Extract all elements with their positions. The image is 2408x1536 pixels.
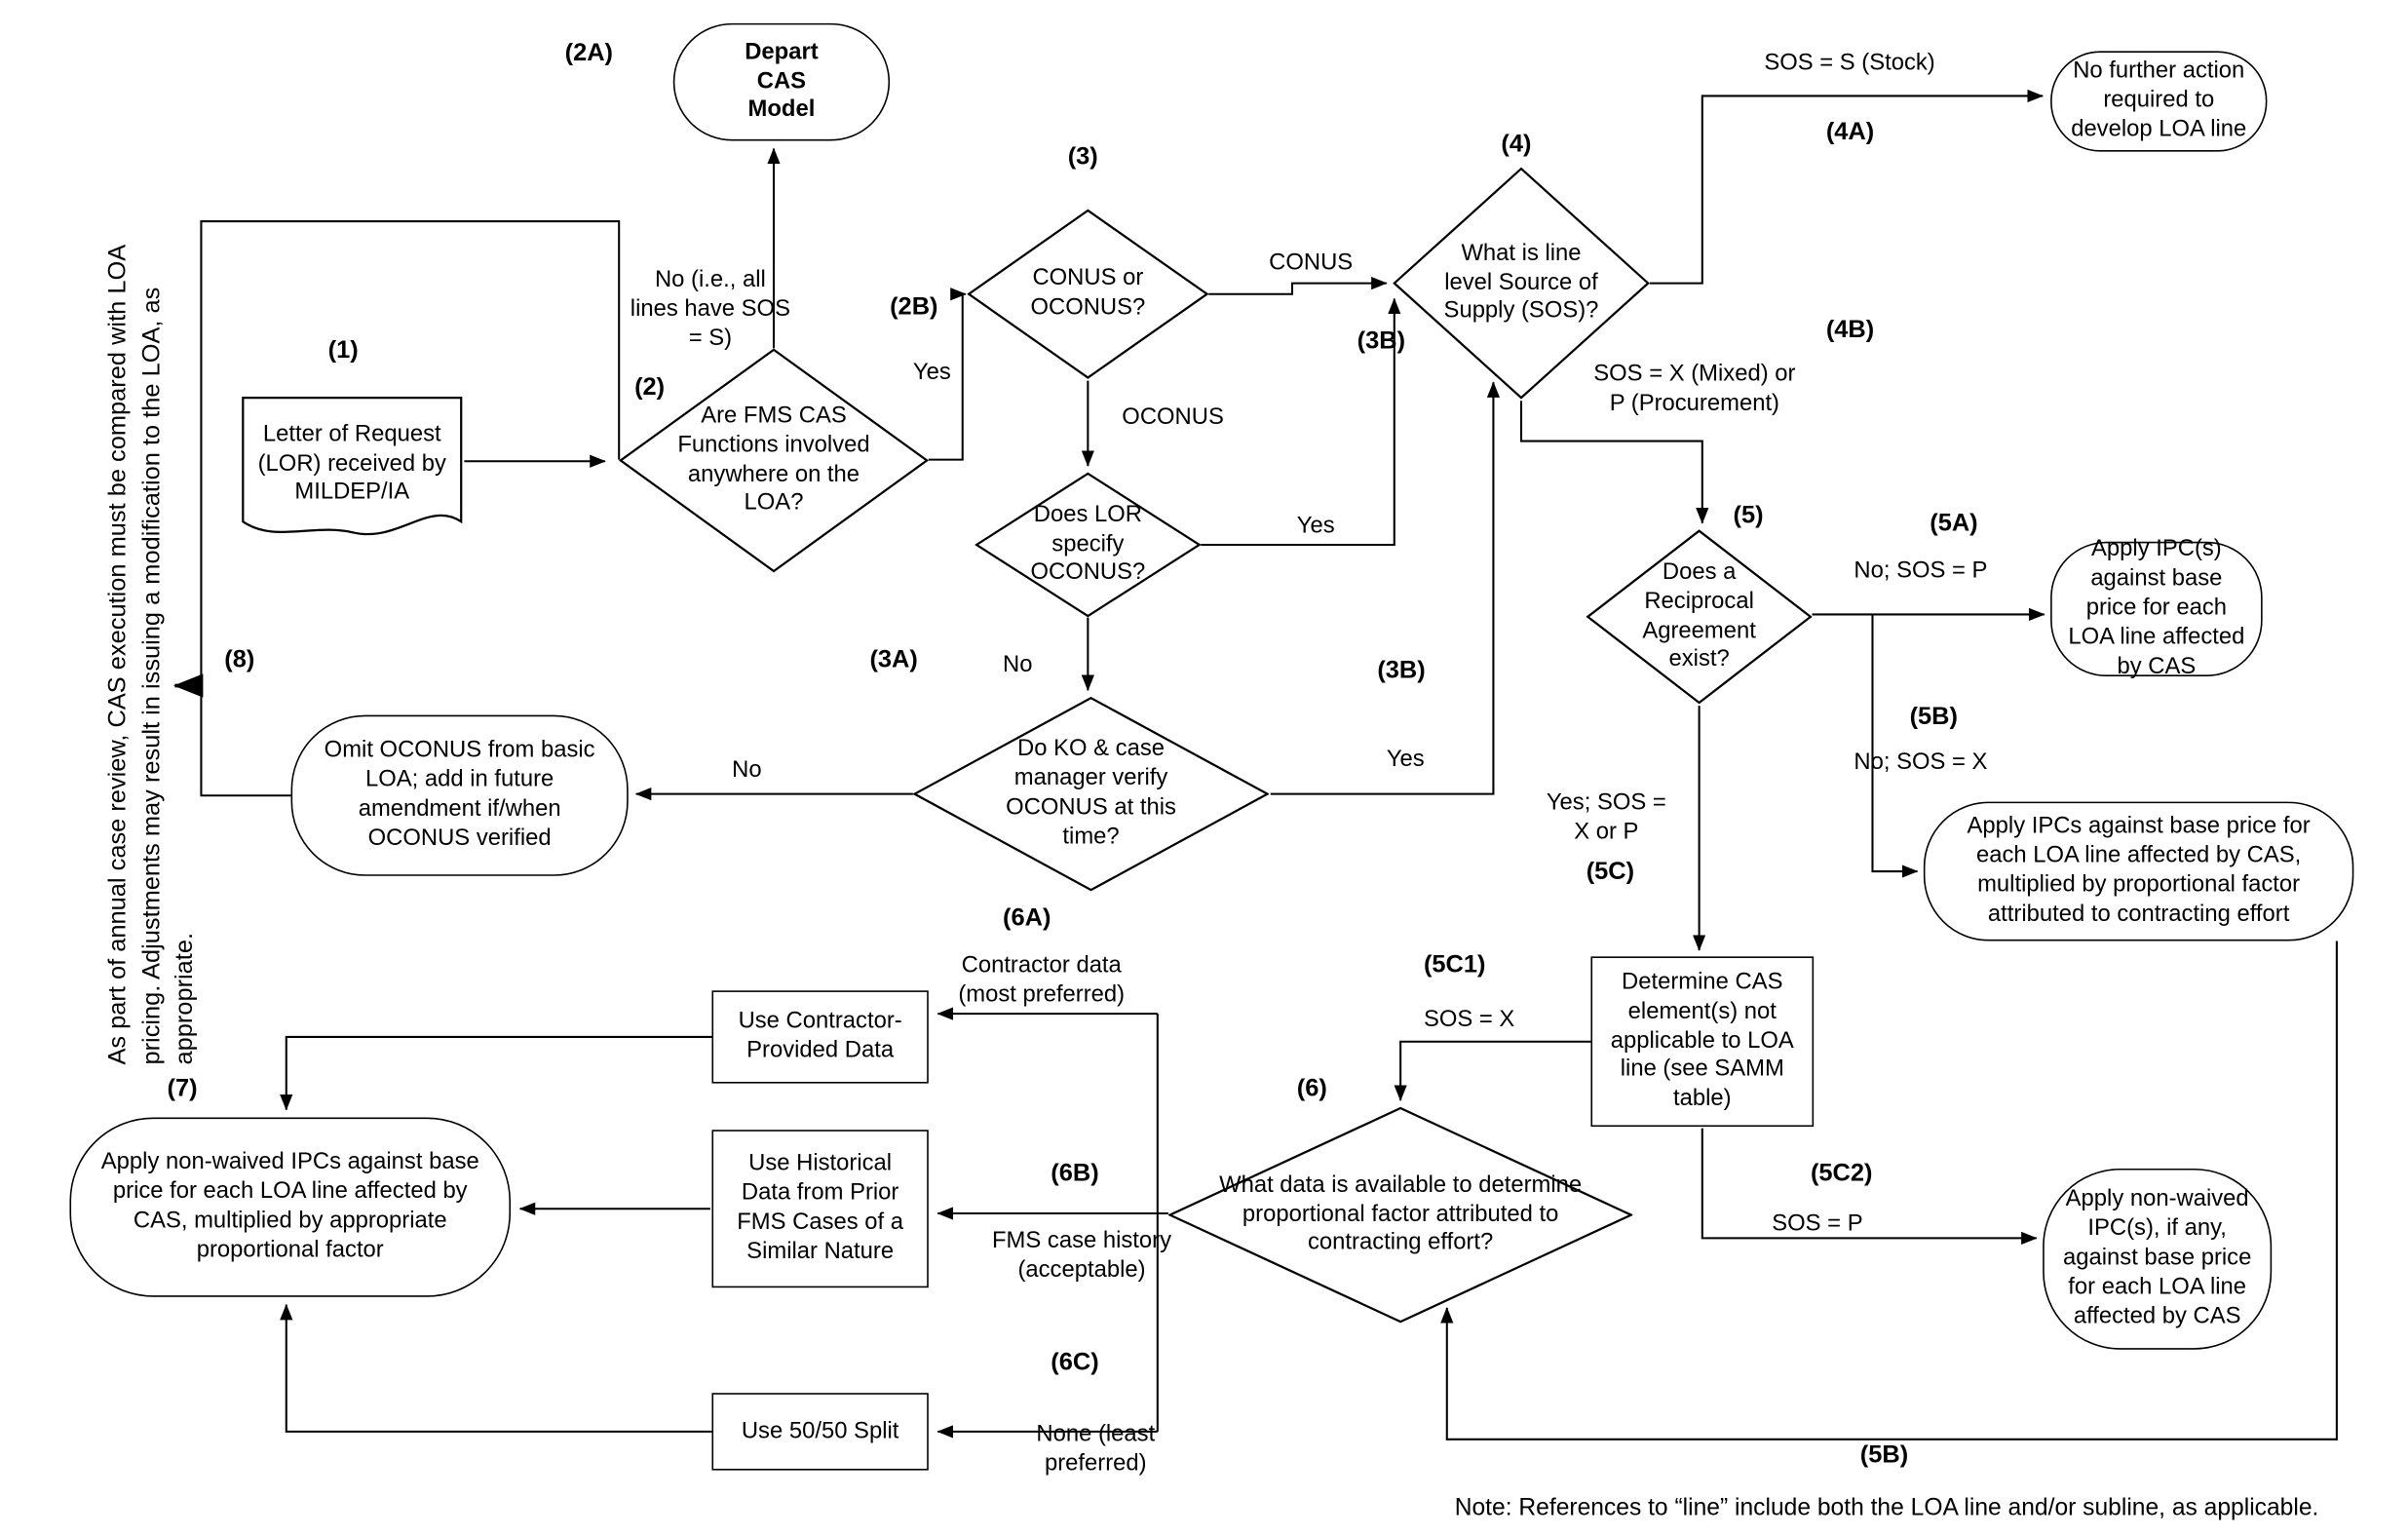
document-letter-of-request: Letter of Request (LOR) received by MILD…: [240, 395, 464, 550]
terminator-apply-ipc-5a: Apply IPC(s) against base price for each…: [2050, 536, 2263, 679]
diamond-shape: [912, 696, 1270, 892]
line-definition-footnote: Note: References to “line” include both …: [1454, 1495, 2319, 1522]
terminator-omit-oconus: Omit OCONUS from basic LOA; add in futur…: [290, 714, 629, 876]
decision-data-available-label: What data is available to determine prop…: [1219, 1171, 1583, 1256]
edge-label-no-sos-p: No; SOS = P: [1854, 557, 1988, 584]
edge-label-yes-sos-x-or-p: Yes; SOS = X or P: [1546, 788, 1666, 845]
edge-label-sos-p: SOS = P: [1772, 1210, 1863, 1237]
step-label-3b-lower: (3B): [1377, 657, 1426, 684]
step-label-6a: (6A): [1003, 904, 1051, 932]
edge-label-sos-x: SOS = X: [1423, 1006, 1515, 1033]
step-label-5a: (5A): [1930, 511, 1978, 538]
edge-5c2: [1701, 1128, 2038, 1246]
step-label-5c1: (5C1): [1423, 951, 1486, 979]
step-label-4b: (4B): [1825, 317, 1875, 344]
document-letter-of-request-label: Letter of Request (LOR) received by MILD…: [257, 420, 446, 506]
decision-source-of-supply-label: What is line level Source of Supply (SOS…: [1443, 239, 1599, 325]
edge-label-contractor-data: Contractor data (most preferred): [958, 951, 1126, 1008]
diamond-shape: [975, 472, 1202, 618]
edge-label-no-3a: No: [1003, 651, 1033, 678]
edge-label-none-least: None (least preferred): [1036, 1420, 1156, 1477]
diamond-shape: [1167, 1106, 1633, 1324]
edge-label-sos-s-stock: SOS = S (Stock): [1764, 49, 1935, 76]
step-label-6b: (6B): [1051, 1161, 1099, 1187]
step-label-2: (2): [634, 374, 666, 402]
step-label-3b-upper: (3B): [1357, 327, 1406, 355]
step-label-5c2: (5C2): [1810, 1161, 1873, 1187]
step-label-1: (1): [327, 337, 359, 365]
process-use-historical-data: Use Historical Data from Prior FMS Cases…: [711, 1130, 929, 1288]
step-label-6: (6): [1296, 1075, 1327, 1102]
decision-conus-oconus: CONUS or OCONUS?: [967, 209, 1209, 379]
edge-ko-yes-to-4: [1270, 381, 1501, 795]
edge-2-yes-to-3: [928, 288, 967, 461]
process-use-5050-split: Use 50/50 Split: [711, 1393, 929, 1471]
edge-label-oconus: OCONUS: [1122, 403, 1224, 431]
edge-omit-loopback: [200, 220, 621, 797]
edge-5b-return-to-6: [1440, 941, 2338, 1440]
step-label-8: (8): [224, 646, 255, 673]
decision-fms-cas-functions-label: Are FMS CAS Functions involved anywhere …: [677, 402, 870, 517]
edge-label-no-sos-x: No; SOS = X: [1854, 749, 1988, 776]
edge-5050-to-7: [280, 1303, 712, 1433]
edge-4a-stock: [1649, 89, 2044, 285]
step-label-5b-bottom: (5B): [1859, 1442, 1909, 1470]
process-use-contractor-data: Use Contractor-Provided Data: [711, 990, 929, 1084]
step-label-3: (3): [1067, 143, 1098, 171]
decision-fms-cas-functions: Are FMS CAS Functions involved anywhere …: [619, 348, 929, 573]
edge-label-conus: CONUS: [1269, 249, 1354, 276]
decision-reciprocal-agreement: Does a Reciprocal Agreement exist?: [1586, 529, 1813, 705]
decision-lor-specify-oconus: Does LOR specify OCONUS?: [975, 472, 1202, 618]
edge-lorspec-yes-to-4: [1201, 297, 1401, 547]
terminator-no-further-action: No further action required to develop LO…: [2050, 51, 2268, 152]
step-label-2a: (2A): [564, 40, 614, 67]
decision-source-of-supply: What is line level Source of Supply (SOS…: [1393, 167, 1650, 400]
decision-data-available: What data is available to determine prop…: [1167, 1106, 1633, 1324]
edge-4b-to-5: [1519, 401, 1709, 524]
diamond-shape: [619, 348, 929, 573]
edge-label-yes-3b-lower: Yes: [1386, 746, 1425, 773]
edge-contractor-to-7: [280, 1035, 712, 1111]
step-label-5b-right: (5B): [1909, 704, 1958, 731]
step-label-3a: (3A): [869, 646, 918, 673]
decision-ko-verify-oconus-label: Do KO & case manager verify OCONUS at th…: [1006, 735, 1176, 850]
decision-ko-verify-oconus: Do KO & case manager verify OCONUS at th…: [912, 696, 1270, 892]
decision-reciprocal-agreement-label: Does a Reciprocal Agreement exist?: [1642, 557, 1756, 672]
diamond-shape: [1393, 167, 1650, 400]
edge-3-conus-to-4: [1208, 276, 1388, 295]
step-label-5: (5): [1733, 503, 1764, 530]
diamond-shape: [967, 209, 1209, 379]
edge-5c1-to-6: [1394, 1040, 1591, 1101]
terminator-depart-cas-model: Depart CAS Model: [672, 22, 891, 141]
step-label-5c: (5C): [1586, 859, 1635, 886]
terminator-apply-nonwaived-7: Apply non-waived IPCs against base price…: [69, 1117, 512, 1297]
step-label-4: (4): [1501, 131, 1532, 158]
step-label-6c: (6C): [1051, 1349, 1099, 1376]
edge-5b: [1871, 614, 1919, 878]
decision-conus-oconus-label: CONUS or OCONUS?: [1030, 264, 1146, 321]
process-determine-cas-elements: Determine CAS element(s) not applicable …: [1590, 956, 1815, 1128]
edge-label-no-to-omit: No: [732, 756, 762, 784]
terminator-apply-nonwaived-5c2: Apply non-waived IPC(s), if any, against…: [2043, 1168, 2273, 1350]
edge-label-no-all-lines: No (i.e., all lines have SOS = S): [630, 266, 790, 351]
step-label-2b: (2B): [890, 293, 938, 321]
edge-label-yes-3b-upper: Yes: [1296, 512, 1335, 539]
annual-review-side-note: As part of annual case review, CAS execu…: [104, 246, 199, 1065]
edge-label-fms-case-history: FMS case history (acceptable): [992, 1227, 1172, 1284]
terminator-apply-ipcs-5b: Apply IPCs against base price for each L…: [1923, 801, 2354, 941]
step-label-4a: (4A): [1825, 119, 1875, 146]
document-shape: [242, 397, 463, 536]
edge-label-yes-2b: Yes: [912, 359, 951, 386]
decision-lor-specify-oconus-label: Does LOR specify OCONUS?: [1030, 500, 1146, 586]
edge-label-sos-x-mixed: SOS = X (Mixed) or P (Procurement): [1593, 361, 1796, 416]
diamond-shape: [1586, 529, 1813, 705]
step-label-7: (7): [167, 1075, 198, 1102]
